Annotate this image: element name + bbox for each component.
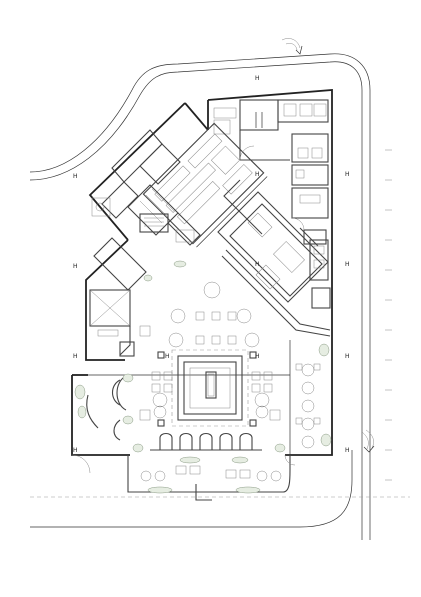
svg-text:H: H bbox=[165, 353, 170, 360]
planting bbox=[74, 260, 332, 494]
door-swings bbox=[71, 145, 305, 474]
stair-core bbox=[127, 184, 201, 246]
svg-text:H: H bbox=[255, 171, 260, 178]
booths bbox=[150, 432, 262, 451]
svg-text:H: H bbox=[345, 353, 350, 360]
bar-lounge bbox=[217, 179, 331, 337]
svg-text:H: H bbox=[73, 447, 78, 454]
grid-marker: H bbox=[73, 263, 78, 270]
site-context bbox=[29, 53, 410, 540]
svg-text:H: H bbox=[345, 447, 350, 454]
grid-marker: H bbox=[255, 171, 260, 178]
dining-hall bbox=[88, 340, 291, 455]
svg-text:H: H bbox=[73, 263, 78, 270]
table-group-left bbox=[139, 371, 173, 421]
entry-arrow-icon bbox=[361, 429, 375, 453]
svg-text:H: H bbox=[73, 353, 78, 360]
left-wing-rooms bbox=[91, 129, 181, 219]
north-arrow-icon bbox=[281, 38, 303, 55]
grid-marker: H bbox=[345, 261, 350, 268]
grid-marker: H bbox=[73, 173, 78, 180]
grid-marker: H bbox=[345, 447, 350, 454]
service-rooms bbox=[213, 99, 329, 219]
svg-text:H: H bbox=[345, 171, 350, 178]
svg-text:H: H bbox=[255, 75, 260, 82]
grid-marker: H bbox=[255, 353, 260, 360]
svg-text:H: H bbox=[345, 261, 350, 268]
grid-marker: H bbox=[73, 353, 78, 360]
table-group-upper bbox=[168, 281, 260, 348]
lift-lobby bbox=[89, 237, 147, 357]
kitchen bbox=[142, 122, 268, 248]
grid-marker: H bbox=[255, 75, 260, 82]
svg-text:H: H bbox=[255, 353, 260, 360]
entry-lounge bbox=[86, 325, 151, 441]
terrace-tables bbox=[140, 465, 282, 501]
svg-text:H: H bbox=[73, 173, 78, 180]
table-group-side-room bbox=[295, 363, 321, 449]
grid-markers: H H H H H H H H H H H H H bbox=[73, 75, 350, 454]
grid-marker: H bbox=[345, 353, 350, 360]
grid-marker: H bbox=[165, 353, 170, 360]
table-group-right bbox=[251, 371, 281, 421]
grid-marker: H bbox=[73, 447, 78, 454]
parking-stripes bbox=[385, 149, 392, 481]
grid-marker: H bbox=[255, 261, 260, 268]
tables bbox=[86, 281, 321, 501]
svg-text:H: H bbox=[255, 261, 260, 268]
building-outline bbox=[71, 89, 333, 493]
grid-marker: H bbox=[345, 171, 350, 178]
